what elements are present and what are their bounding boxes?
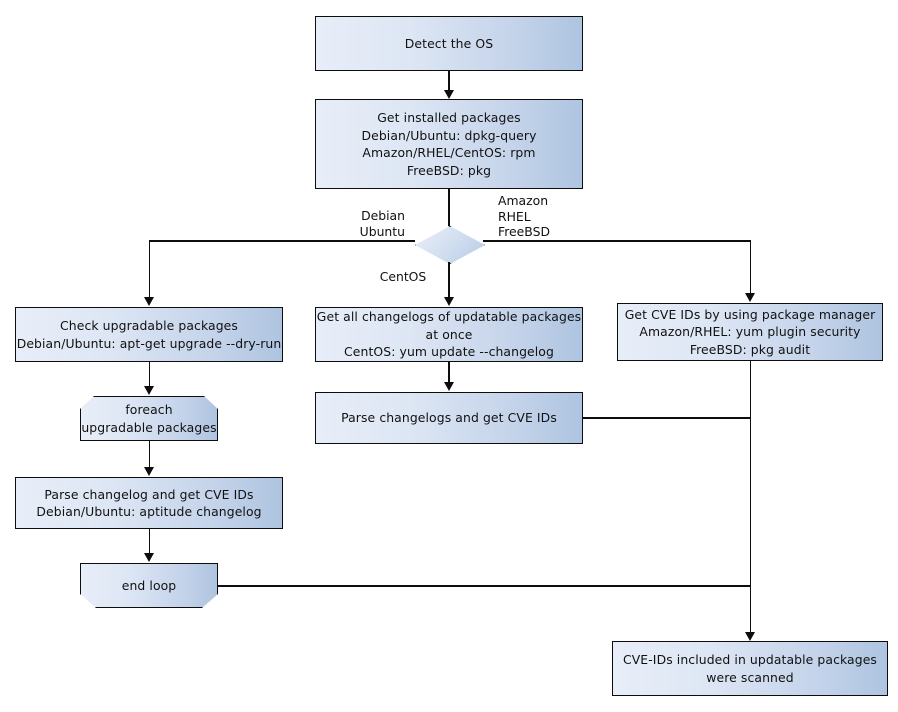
arrowhead-parse-to-endloop: [144, 553, 154, 562]
node-parse-changelogs-centos: Parse changelogs and get CVE IDs: [315, 392, 583, 444]
edge-detect-to-installed: [448, 71, 450, 91]
edge-label-centos: CentOS: [379, 269, 427, 284]
edge-branch-rail-left: [149, 240, 415, 242]
node-end-loop-label: end loop: [121, 577, 177, 593]
node-check-upgradable-packages-label: Check upgradable packages Debian/Ubuntu:…: [16, 318, 282, 351]
edge-branch-rail-right: [483, 240, 751, 242]
edge-debian-branch-drop: [148, 240, 151, 298]
edge-parse-to-endloop: [148, 529, 151, 554]
arrowhead-debian-branch: [144, 297, 154, 306]
node-parse-changelog-debian-label: Parse changelog and get CVE IDs Debian/U…: [36, 486, 262, 520]
node-detect-os: Detect the OS: [315, 16, 583, 71]
node-parse-changelog-debian: Parse changelog and get CVE IDs Debian/U…: [15, 477, 283, 529]
node-detect-os-label: Detect the OS: [404, 35, 494, 51]
node-foreach-loop-start-label: foreach upgradable packages: [81, 402, 217, 435]
node-foreach-loop-start: foreach upgradable packages: [80, 396, 218, 441]
arrowhead-foreach-to-parse: [144, 467, 154, 476]
node-get-all-changelogs-label: Get all changelogs of updatable packages…: [316, 309, 582, 360]
arrowhead-changelogs-to-parse-centos: [443, 382, 454, 391]
loop-start-shape: [80, 396, 218, 441]
edge-upgradable-to-foreach: [148, 362, 151, 387]
arrowhead-centos-branch: [443, 297, 454, 306]
node-get-installed-packages: Get installed packages Debian/Ubuntu: dp…: [315, 99, 583, 189]
edge-foreach-to-parse: [148, 441, 151, 468]
edge-changelogs-to-parse-centos: [448, 362, 450, 382]
arrowhead-upgradable-to-foreach: [144, 386, 154, 395]
node-get-installed-packages-label: Get installed packages Debian/Ubuntu: dp…: [361, 110, 537, 178]
node-check-upgradable-packages: Check upgradable packages Debian/Ubuntu:…: [15, 307, 283, 362]
node-get-all-changelogs: Get all changelogs of updatable packages…: [315, 307, 583, 362]
edge-label-debian-ubuntu: Debian Ubuntu: [359, 208, 405, 239]
node-end-loop: end loop: [80, 563, 218, 608]
edge-installed-to-decision: [448, 189, 450, 226]
node-final-scanned: CVE-IDs included in updatable packages w…: [612, 641, 888, 696]
edge-parse-centos-to-rail: [583, 417, 751, 419]
loop-end-shape: [80, 563, 218, 608]
edge-centos-branch-drop: [448, 262, 450, 298]
decision-os-family: [415, 226, 485, 264]
arrowhead-detect-to-installed: [443, 90, 454, 99]
edge-cve-rail-vertical: [749, 361, 752, 636]
node-final-scanned-label: CVE-IDs included in updatable packages w…: [622, 652, 877, 685]
node-get-cve-package-manager: Get CVE IDs by using package manager Ama…: [617, 303, 883, 361]
edge-endloop-to-rail: [218, 585, 751, 587]
arrowhead-amazon-branch: [745, 293, 755, 302]
edge-amazon-branch-drop: [749, 240, 752, 294]
edge-label-amazon-rhel-freebsd: Amazon RHEL FreeBSD: [498, 193, 550, 239]
node-get-cve-package-manager-label: Get CVE IDs by using package manager Ama…: [624, 306, 876, 357]
arrowhead-rail-to-final: [745, 632, 755, 641]
node-parse-changelogs-centos-label: Parse changelogs and get CVE IDs: [341, 410, 557, 426]
